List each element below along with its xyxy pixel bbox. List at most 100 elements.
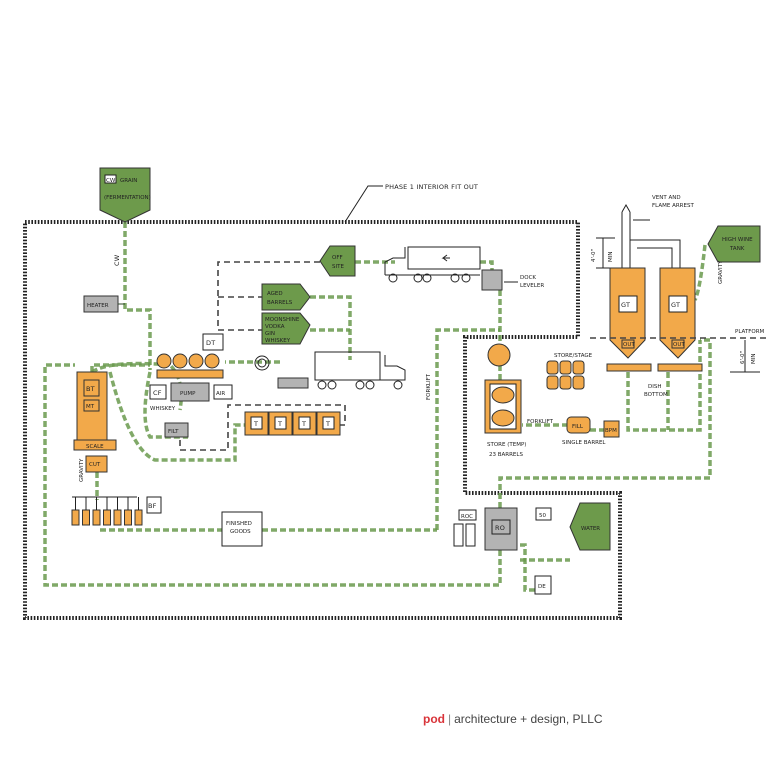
aged-barrels-marker: AGED BARRELS <box>261 283 311 311</box>
filter-label: FILT <box>168 429 179 435</box>
bf-box <box>146 496 162 514</box>
heater-label: HEATER <box>87 303 109 309</box>
spirits-label-3: GIN <box>265 331 275 337</box>
roc-box <box>458 509 477 521</box>
gt-label: GT <box>621 301 630 309</box>
finished-goods-label: FINISHED <box>226 521 252 527</box>
bf-label: BF <box>148 502 157 510</box>
de-box <box>534 575 552 595</box>
high-wine-label-2: TANK <box>729 246 745 252</box>
truck-top-icon <box>384 246 481 283</box>
tank-loop-route <box>179 404 346 451</box>
barrel-icon <box>572 375 585 390</box>
fifty-label: 50 <box>539 513 546 519</box>
barrel-return-route <box>217 261 320 331</box>
single-barrel-label: SINGLE BARREL <box>562 440 606 446</box>
flow-routes <box>43 222 712 592</box>
dim-top-value: 4'-0" <box>591 249 597 262</box>
vent-pipe <box>621 203 681 268</box>
barrel-icon <box>546 360 559 375</box>
dt-box <box>202 333 224 351</box>
gt-label: GT <box>671 301 680 309</box>
vent-label-2: FLAME ARREST <box>652 203 694 209</box>
footer-separator: | <box>448 712 452 726</box>
t-tank-label: T <box>277 420 282 428</box>
grain-hopper: CW GRAIN (FERMENTATION) <box>99 167 151 223</box>
water-label: WATER <box>581 526 600 532</box>
company-name: architecture + design, PLLC <box>454 712 603 726</box>
vent-label: VENT AND <box>652 195 681 201</box>
dim-platform-value: 6'-0" <box>740 351 746 364</box>
barrel-roller <box>487 343 511 367</box>
barrel-storage-rack <box>484 343 522 434</box>
brand-logo: pod <box>423 712 445 726</box>
fifty-box <box>535 507 552 521</box>
scale-label: SCALE <box>86 444 104 450</box>
dim-platform-line <box>730 340 760 373</box>
bottling-line <box>71 496 143 526</box>
store-stage-label: STORE/STAGE <box>554 353 593 359</box>
bottle-icon <box>82 509 90 526</box>
fill-barrel <box>566 416 591 434</box>
truck-bottom-icon <box>277 351 406 390</box>
whiskey-label: WHISKEY <box>150 406 176 412</box>
bottle-icon <box>92 509 101 526</box>
air-label: AIR <box>216 391 225 397</box>
dock-leveler-label-2: LEVELER <box>520 283 544 289</box>
aged-barrels-label: AGED <box>267 291 283 297</box>
bottle-icon <box>71 509 80 526</box>
store-temp-count: 23 BARRELS <box>489 452 523 458</box>
bottle-icon <box>134 509 143 526</box>
high-wine-tank-marker: HIGH WINE TANK <box>707 225 761 263</box>
off-site-label-2: SITE <box>332 264 344 270</box>
ro-label: RO <box>495 524 505 532</box>
bottle-icon <box>113 509 122 526</box>
platform-label: PLATFORM <box>735 329 765 335</box>
barrel-icon <box>559 375 572 390</box>
gt-tank-2: GT OUT <box>657 267 703 372</box>
spirits-label-4: WHISKEY <box>265 338 291 344</box>
forklift-left-label: FORKLIFT <box>426 373 432 400</box>
dim-platform-note: MIN <box>751 354 757 364</box>
dt-vessels <box>156 353 224 379</box>
bpm-label: BPM <box>605 428 617 434</box>
barrel-icon <box>572 360 585 375</box>
barrel-icon <box>559 360 572 375</box>
bottle-icon <box>103 509 111 526</box>
bpm-box <box>603 420 620 438</box>
hose-reel-icon <box>254 355 270 371</box>
spirits-label-2: VODKA <box>265 324 285 330</box>
t-tanks: T T T T <box>244 411 341 436</box>
grain-tag: CW <box>106 178 116 184</box>
t-tank-label: T <box>325 420 330 428</box>
phase-1-boundary <box>23 220 622 620</box>
footer-credit: pod|architecture + design, PLLC <box>423 712 603 726</box>
spirits-marker: MOONSHINE VODKA GIN WHISKEY <box>261 312 311 345</box>
cut-label: CUT <box>89 462 101 468</box>
barrel-icon <box>546 375 559 390</box>
dock-leveler-label: DOCK <box>520 275 536 281</box>
stage-barrels <box>546 360 585 390</box>
dock-leveler-box <box>481 269 503 291</box>
dish-bottom-label-2: BOTTOM <box>644 392 668 398</box>
gt-tank-1: GT OUT <box>606 267 652 372</box>
cf-box <box>149 384 167 400</box>
cw-label: CW <box>113 254 121 266</box>
gravity-right-label: GRAVITY <box>718 260 724 284</box>
aged-barrels-label-2: BARRELS <box>267 300 293 306</box>
off-site-marker: OFF SITE <box>319 245 356 277</box>
out-label: OUT <box>673 342 685 348</box>
pump-box <box>170 382 210 402</box>
t-tank-label: T <box>253 420 258 428</box>
bottle-icon <box>124 509 132 526</box>
t-tank-label: T <box>301 420 306 428</box>
bt-label: BT <box>86 385 95 393</box>
bt-mt-tank: BT MT SCALE CUT <box>73 371 117 473</box>
grain-sub-label: (FERMENTATION) <box>104 195 151 201</box>
air-box <box>213 384 233 400</box>
mt-label: MT <box>86 404 95 410</box>
out-label: OUT <box>623 342 635 348</box>
high-wine-label: HIGH WINE <box>722 237 753 243</box>
